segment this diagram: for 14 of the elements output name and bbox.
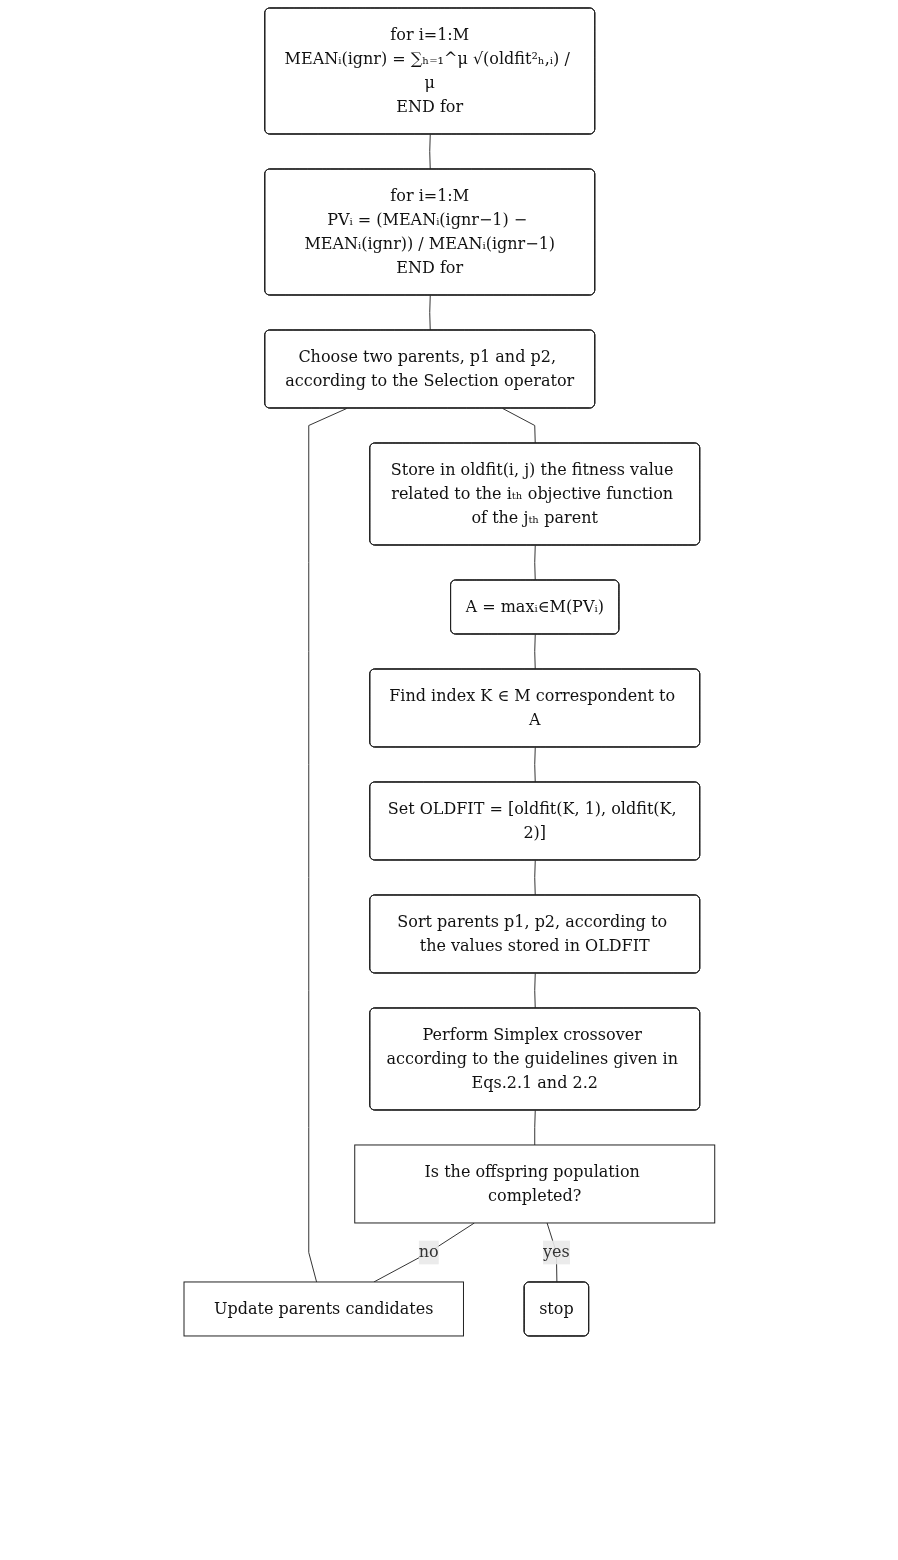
node-box: Update parents candidates [183,1281,464,1337]
connector [307,408,347,1283]
connector [533,860,536,896]
connector [428,134,431,170]
node-box: Is the offspring population completed? [353,1144,715,1224]
edge-label: yes [542,1242,570,1262]
connector [533,634,536,670]
connector [428,295,431,331]
connector [501,408,536,444]
connector [533,747,536,783]
connector [533,1109,536,1146]
connector [533,545,536,581]
edge-label: no [418,1242,439,1262]
connector [533,973,536,1009]
